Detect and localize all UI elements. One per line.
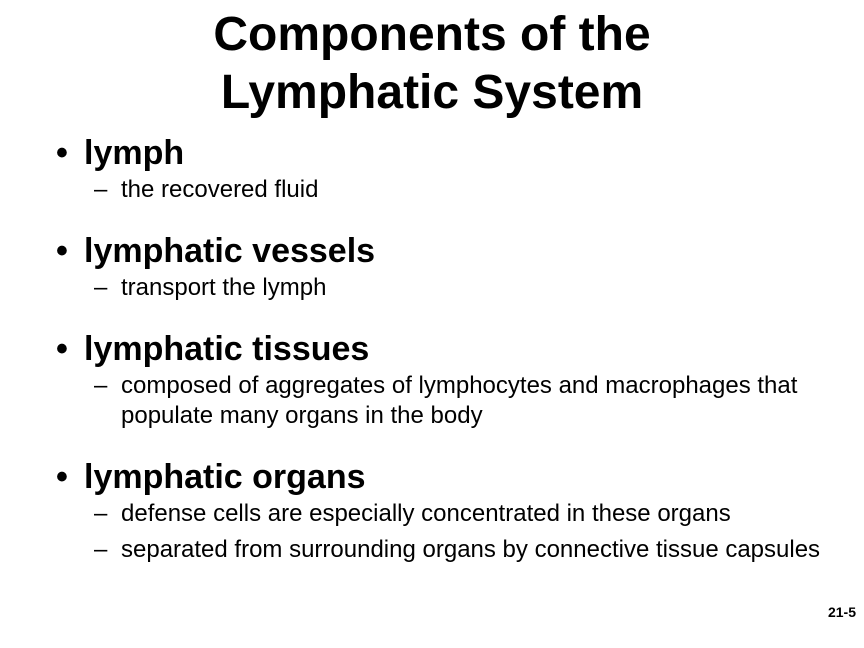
sub-item-text: composed of aggregates of lymphocytes an… [121,372,798,429]
sub-item-text: the recovered fluid [121,176,319,203]
bullet-marker: • [56,458,68,496]
title-line-2: Lymphatic System [220,66,644,119]
bullet-heading: • lymphatic vessels [56,229,846,273]
bullet-heading-text: lymphatic organs [84,458,366,496]
sub-item: – defense cells are especially concentra… [56,499,846,529]
dash-marker: – [94,500,108,527]
bullet-item-lymphatic-vessels: • lymphatic vessels – transport the lymp… [56,229,846,303]
bullet-item-lymph: • lymph – the recovered fluid [56,131,846,205]
bullet-marker: • [56,134,68,172]
bullet-heading-text: lymphatic tissues [84,330,370,368]
sub-item: – the recovered fluid [56,175,846,205]
dash-marker: – [94,274,108,301]
bullet-item-lymphatic-tissues: • lymphatic tissues – composed of aggreg… [56,327,846,431]
bullet-heading: • lymphatic tissues [56,327,846,371]
bullet-list: • lymph – the recovered fluid • lymphati… [56,131,846,565]
sub-item-text: separated from surrounding organs by con… [121,536,821,563]
dash-marker: – [94,176,108,203]
bullet-marker: • [56,232,68,270]
sub-item: – composed of aggregates of lymphocytes … [56,371,846,431]
bullet-item-lymphatic-organs: • lymphatic organs – defense cells are e… [56,455,846,565]
slide-title: Components of the Lymphatic System [0,6,864,122]
dash-marker: – [94,372,108,399]
title-line-1: Components of the [213,8,651,61]
sub-item: – separated from surrounding organs by c… [56,535,846,565]
sub-item-text: defense cells are especially concentrate… [121,500,731,527]
bullet-heading-text: lymph [84,134,185,172]
dash-marker: – [94,536,108,563]
bullet-heading: • lymph [56,131,846,175]
sub-item: – transport the lymph [56,273,846,303]
bullet-marker: • [56,330,68,368]
bullet-heading-text: lymphatic vessels [84,232,376,270]
slide-number: 21-5 [827,604,856,620]
sub-item-text: transport the lymph [121,274,327,301]
bullet-heading: • lymphatic organs [56,455,846,499]
